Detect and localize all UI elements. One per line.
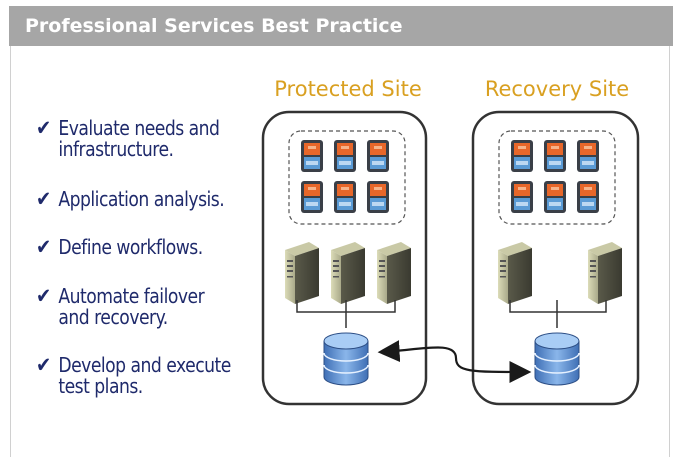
check-icon: ✔ (36, 187, 51, 211)
page-title: Professional Services Best Practice (25, 15, 403, 37)
recovery-site-box (471, 110, 640, 406)
vm-icon (544, 181, 566, 213)
server-icon (498, 242, 532, 304)
list-item: ✔ Evaluate needs and infrastructure. (36, 118, 260, 160)
server-icon (588, 242, 622, 304)
vm-group (288, 130, 406, 225)
server-icon (377, 242, 411, 304)
vm-icon (367, 181, 389, 213)
server-icon (331, 242, 365, 304)
step-text: Define workflows. (58, 235, 203, 259)
check-icon: ✔ (36, 235, 51, 259)
check-icon: ✔ (36, 284, 51, 308)
database-icon (323, 332, 369, 386)
recovery-site-label: Recovery Site (485, 77, 629, 101)
database-icon (534, 332, 580, 386)
vm-icon (511, 140, 533, 172)
vm-group (498, 130, 616, 225)
vm-icon (334, 181, 356, 213)
step-text: Develop and execute test plans. (58, 353, 231, 398)
vm-icon (544, 140, 566, 172)
vm-icon (301, 140, 323, 172)
vm-icon (511, 181, 533, 213)
list-item: ✔ Automate failover and recovery. (36, 286, 260, 328)
list-item: ✔ Application analysis. (36, 189, 260, 210)
check-icon: ✔ (36, 116, 51, 140)
content-frame (10, 46, 670, 457)
header-bar: Professional Services Best Practice (9, 6, 673, 46)
step-text: Automate failover and recovery. (58, 284, 205, 329)
recovery-site: Recovery Site (471, 77, 640, 406)
step-text: Evaluate needs and infrastructure. (58, 116, 220, 161)
list-item: ✔ Define workflows. (36, 237, 260, 258)
server-connector (509, 300, 607, 328)
vm-icon (577, 140, 599, 172)
check-icon: ✔ (36, 353, 51, 377)
protected-site-label: Protected Site (274, 77, 422, 101)
protected-site-box (261, 110, 428, 406)
vm-icon (334, 140, 356, 172)
vm-icon (577, 181, 599, 213)
protected-site: Protected Site (261, 77, 428, 406)
vm-icon (367, 140, 389, 172)
server-connector (296, 300, 396, 328)
step-text: Application analysis. (58, 187, 225, 211)
replication-arrow-icon (454, 357, 532, 383)
server-icon (285, 242, 319, 304)
vm-icon (301, 181, 323, 213)
replication-arrow-icon (377, 340, 458, 363)
list-item: ✔ Develop and execute test plans. (36, 355, 260, 397)
